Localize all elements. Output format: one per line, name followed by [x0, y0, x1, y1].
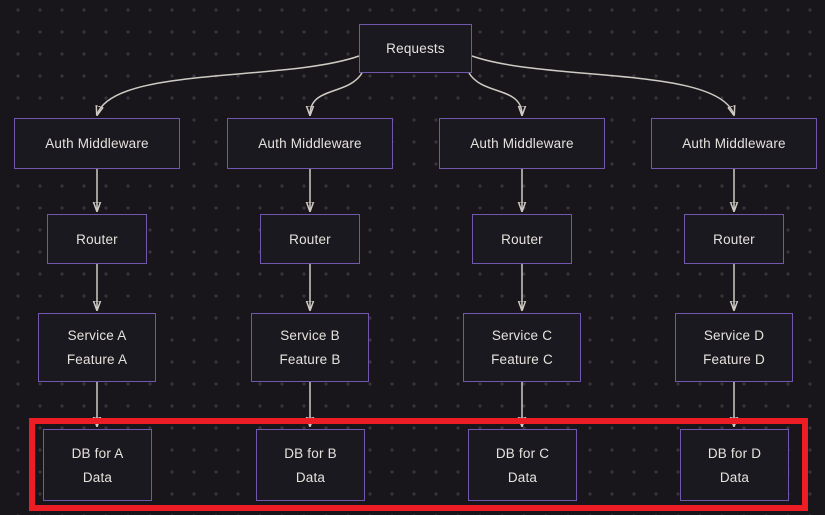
- node-label: Data: [507, 469, 538, 485]
- arrow-requests-to-auth-b: [310, 72, 363, 115]
- node-label: Router: [76, 231, 118, 247]
- node-service-b[interactable]: Service B Feature B: [251, 313, 369, 382]
- node-label: DB for A: [71, 445, 124, 461]
- node-service-a[interactable]: Service A Feature A: [38, 313, 156, 382]
- node-db-b[interactable]: DB for B Data: [256, 429, 365, 501]
- node-label: Feature C: [491, 352, 553, 367]
- node-service-c[interactable]: Service C Feature C: [463, 313, 581, 382]
- node-label: Auth Middleware: [258, 136, 362, 151]
- node-router-d[interactable]: Router: [684, 214, 784, 264]
- arrow-requests-to-auth-c: [468, 72, 522, 115]
- node-label: Data: [719, 469, 750, 485]
- node-label: Auth Middleware: [470, 136, 574, 151]
- node-label: Service A: [67, 328, 127, 343]
- node-label: Auth Middleware: [45, 136, 149, 151]
- node-label: Data: [82, 469, 113, 485]
- node-label: DB for D: [707, 445, 762, 461]
- node-label: Requests: [386, 41, 445, 56]
- node-label: Router: [713, 231, 755, 247]
- node-db-c[interactable]: DB for C Data: [468, 429, 577, 501]
- node-db-d[interactable]: DB for D Data: [680, 429, 789, 501]
- node-db-a[interactable]: DB for A Data: [43, 429, 152, 501]
- node-auth-middleware-c[interactable]: Auth Middleware: [439, 118, 605, 169]
- node-label: Auth Middleware: [682, 136, 786, 151]
- node-router-c[interactable]: Router: [472, 214, 572, 264]
- node-label: Feature B: [279, 352, 341, 367]
- node-label: Service C: [491, 328, 553, 343]
- node-auth-middleware-a[interactable]: Auth Middleware: [14, 118, 180, 169]
- node-label: DB for C: [495, 445, 550, 461]
- node-router-b[interactable]: Router: [260, 214, 360, 264]
- node-requests[interactable]: Requests: [359, 24, 472, 73]
- node-label: Service D: [703, 328, 765, 343]
- node-label: Feature A: [66, 352, 128, 367]
- node-label: Router: [289, 231, 331, 247]
- node-service-d[interactable]: Service D Feature D: [675, 313, 793, 382]
- arrow-requests-to-auth-d: [471, 55, 734, 115]
- node-label: DB for B: [284, 445, 337, 461]
- node-label: Router: [501, 231, 543, 247]
- node-auth-middleware-b[interactable]: Auth Middleware: [227, 118, 393, 169]
- db-row-highlight-rectangle: [29, 418, 808, 511]
- arrow-requests-to-auth-a: [97, 55, 360, 115]
- node-label: Data: [295, 469, 326, 485]
- node-label: Service B: [280, 328, 340, 343]
- node-label: Feature D: [703, 352, 765, 367]
- node-router-a[interactable]: Router: [47, 214, 147, 264]
- node-auth-middleware-d[interactable]: Auth Middleware: [651, 118, 817, 169]
